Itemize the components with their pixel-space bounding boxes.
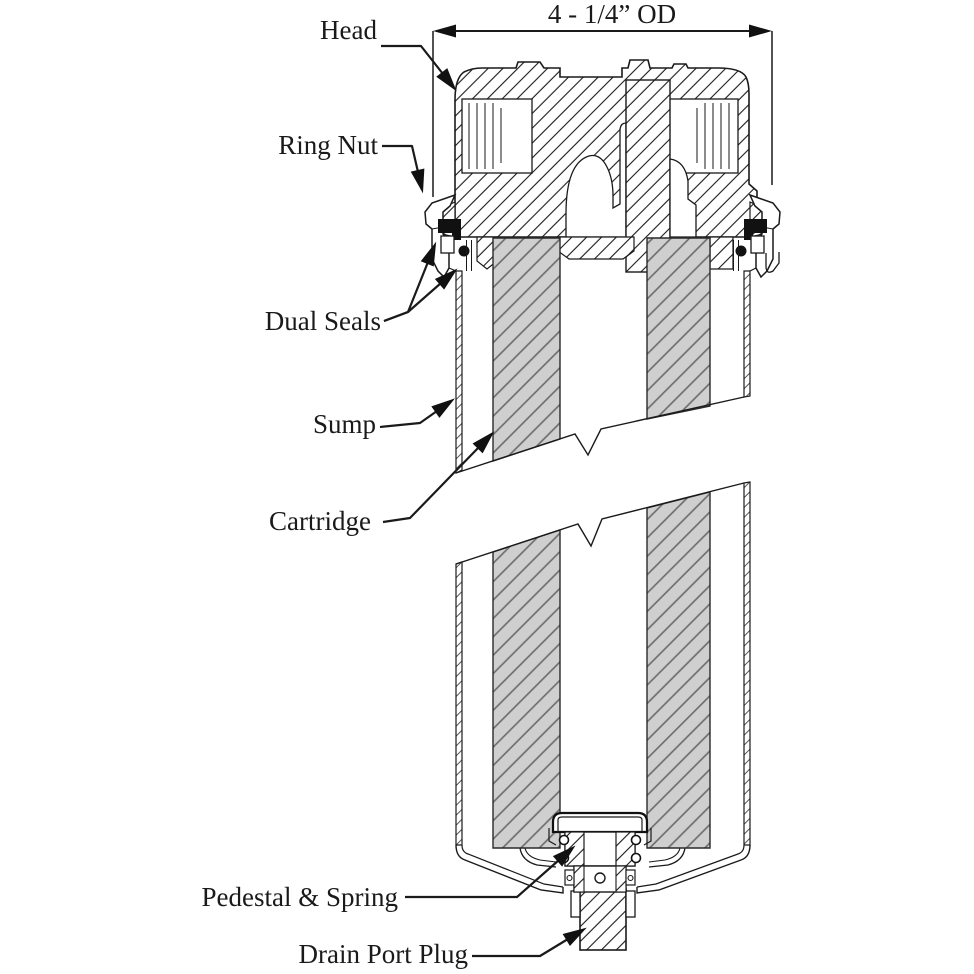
sump-wall-upper-left [455,270,463,474]
dimension-label: 4 - 1/4” OD [548,0,676,29]
spring-coil [558,852,570,864]
dual-seals-section [438,219,767,257]
cartridge-lower-left [492,529,561,849]
label-ring-nut: Ring Nut [278,130,378,160]
head-retainer-tab-left [476,236,498,270]
drain-port-plug-body [579,888,627,951]
dimension-arrow-right-icon [749,24,772,38]
spring-coil [558,834,570,846]
leader-pedestal-spring [405,845,576,899]
leader-dual-seals-2 [383,268,458,323]
spring-coil [630,834,642,846]
spring-arm-right [648,847,686,868]
seal-groove-left [440,235,455,254]
cartridge-lower-right [646,491,711,849]
leader-cartridge [382,431,495,524]
sump-neck [466,240,739,271]
port-left [461,98,533,174]
label-drain-port-plug: Drain Port Plug [298,939,468,969]
head-cavity [565,122,627,238]
cartridge-upper-left [492,237,561,462]
cartridge-section [492,237,711,849]
dimension-arrow-left-icon [433,24,456,38]
head-retainer-tab-right [709,236,734,270]
ring-nut-section [424,193,781,279]
label-sump: Sump [313,409,376,439]
sump-wall-lower-left [455,561,463,846]
sump-funnel-left-inner [461,844,564,888]
sump-funnel-left-outer [455,844,564,894]
label-head: Head [320,15,377,45]
sump-wall-lower-right [743,481,751,846]
pedestal-cap [551,811,649,834]
label-pedestal-spring: Pedestal & Spring [202,882,399,912]
ring-nut-right-hook [765,252,780,273]
break-lines [455,396,745,565]
cartridge-upper-right [646,237,711,420]
sump-wall-upper-right [743,270,751,398]
drain-plug-section [570,888,636,951]
ring-nut-right [748,193,781,279]
leader-drain-port-plug [472,927,587,958]
spring-coil [630,852,642,864]
head-section [437,59,768,273]
callouts: Head Ring Nut Dual Seals Sump Cartridge … [202,15,587,969]
sump-funnel-right-inner [636,844,745,888]
sump-funnel-right-outer [636,844,751,894]
seal-lower-right [735,245,747,257]
seal-upper-right [744,219,767,240]
break-line-lower [455,482,745,565]
label-dual-seals: Dual Seals [265,306,381,336]
label-cartridge: Cartridge [269,506,371,536]
head-right-channel [669,158,697,238]
spring-arm-left [519,847,557,868]
seal-lower-left [458,245,470,257]
head-retainer-tab-center [557,236,635,260]
seal-upper-left [438,219,461,240]
port-right [667,98,739,174]
leader-ring-nut [382,144,425,194]
leader-sump [379,398,455,429]
leader-head [381,44,457,92]
drain-plug-collar-left [570,890,581,918]
drain-plug-collar-right [625,890,636,918]
dimension-od: 4 - 1/4” OD [432,0,773,197]
seal-groove-right [750,235,765,254]
break-line-upper [455,396,745,474]
pedestal-section [548,811,652,893]
